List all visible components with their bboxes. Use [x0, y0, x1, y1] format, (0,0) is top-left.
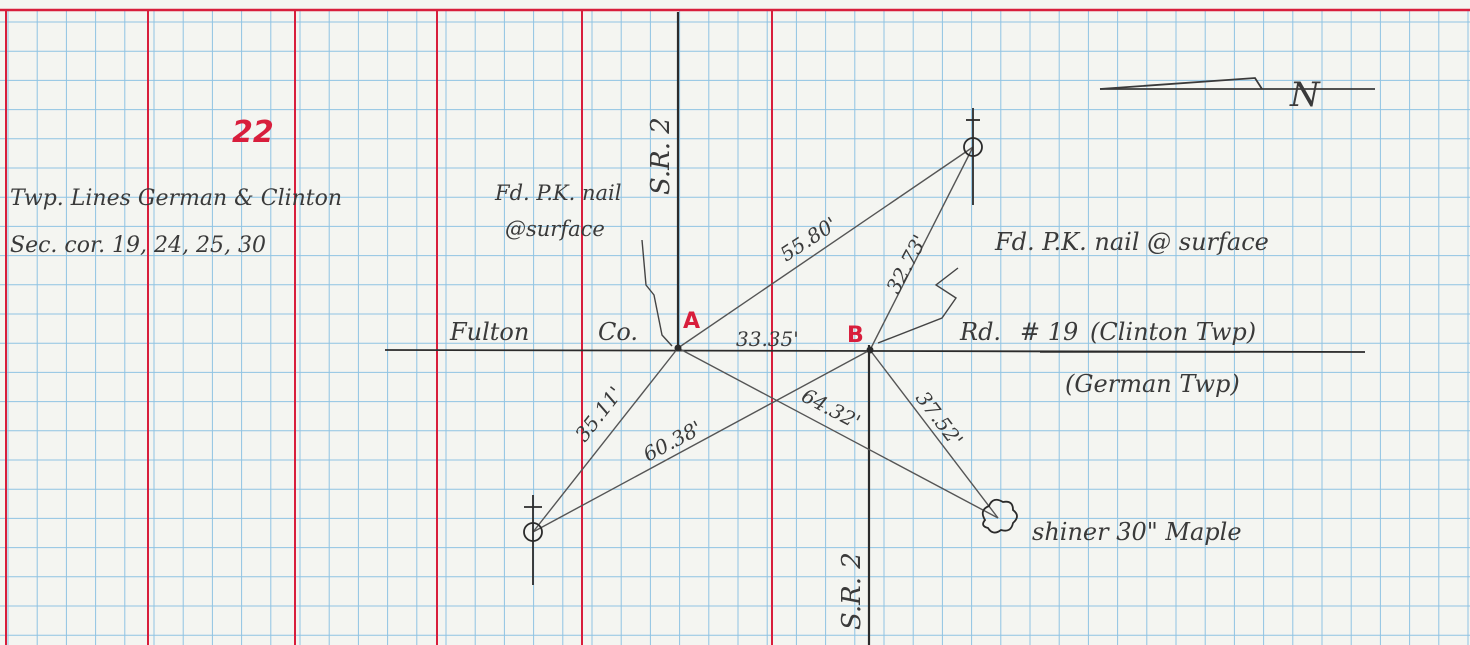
point-b-label: B	[847, 323, 864, 348]
tie-a-to-maple	[677, 347, 999, 519]
reference-point-lower	[523, 495, 543, 585]
distance-a-to-lower: 35.11'	[570, 382, 628, 446]
sec-cor-note: Sec. cor. 19, 24, 25, 30	[10, 233, 266, 258]
maple-tree-icon	[981, 498, 1018, 534]
point-a-marker	[674, 344, 682, 352]
sr-label-top: S.R. 2	[646, 117, 676, 195]
sr2-centerline	[676, 12, 871, 645]
distance-b-to-p: 32.73'	[881, 231, 932, 298]
north-arrow-icon	[1099, 77, 1375, 90]
leader-arrows	[641, 239, 959, 347]
maple-label: shiner 30" Maple	[1032, 518, 1242, 546]
north-label: N	[1289, 75, 1321, 115]
distance-b-to-lower: 60.38'	[639, 416, 706, 467]
distance-ab: 33.35'	[736, 327, 799, 351]
reference-point-p	[963, 108, 983, 205]
point-a-label: A	[683, 309, 700, 334]
clinton-twp-label: (Clinton Twp)	[1090, 318, 1256, 346]
road-name-rd: Rd.	[959, 318, 1001, 346]
tie-b-to-p	[869, 146, 974, 351]
sr-label-bottom: S.R. 2	[837, 552, 867, 630]
tie-b-to-maple	[869, 349, 999, 519]
fd-nail-a-line1: Fd. P.K. nail	[494, 181, 621, 205]
distance-a-to-p: 55.80'	[776, 212, 842, 266]
fd-nail-b-note: Fd. P.K. nail @ surface	[994, 228, 1269, 256]
road-name-fulton: Fulton	[449, 318, 529, 346]
page-number: 22	[232, 115, 274, 150]
tie-lines	[532, 146, 999, 533]
tie-a-to-p	[677, 146, 974, 349]
twp-lines-note: Twp. Lines German & Clinton	[10, 186, 342, 211]
tie-b-to-lower	[532, 349, 871, 533]
german-twp-label: (German Twp)	[1065, 370, 1240, 398]
road-name-co: Co.	[598, 318, 638, 346]
red-column-rules	[0, 8, 1470, 645]
blue-grid	[0, 10, 1470, 645]
fd-nail-a-line2: @surface	[505, 217, 605, 241]
tie-a-to-lower	[532, 347, 679, 533]
road-number: # 19	[1020, 318, 1078, 346]
point-b-marker	[866, 346, 874, 354]
